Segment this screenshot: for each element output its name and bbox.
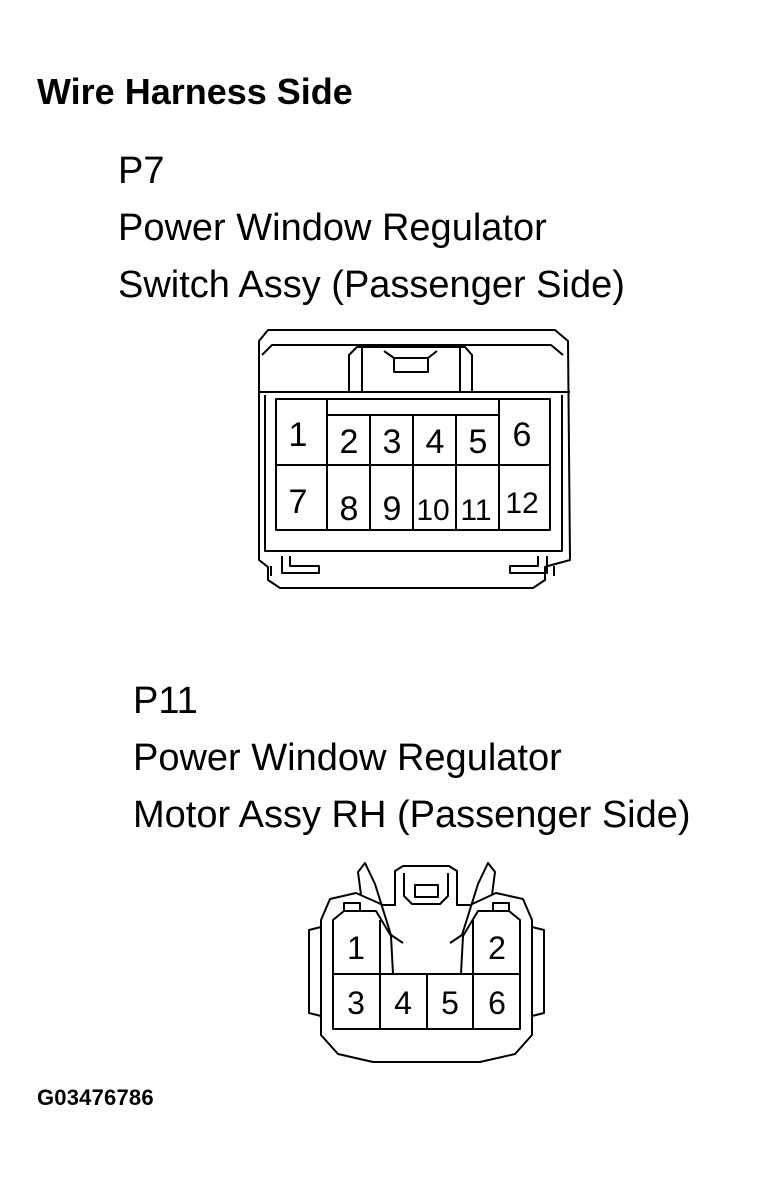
p11-side-flange-right <box>531 926 545 1017</box>
p7-code: P7 <box>118 150 165 192</box>
p11-pin-1: 1 <box>347 930 365 966</box>
p11-side-flange-left <box>308 926 322 1017</box>
p7-inner-body <box>259 391 570 552</box>
p11-code: P11 <box>133 680 198 722</box>
p7-connector: 1 2 3 4 5 6 7 8 9 10 11 12 <box>258 329 571 589</box>
p7-base-edges <box>270 566 555 576</box>
p7-pin-5: 5 <box>469 423 488 461</box>
p11-pin-4: 4 <box>394 985 412 1021</box>
p7-latch-right <box>509 556 548 574</box>
p7-pin-4: 4 <box>426 423 445 461</box>
p11-pin-3: 3 <box>347 985 365 1021</box>
p7-lock-tab <box>348 346 473 392</box>
p7-name-line2: Switch Assy (Passenger Side) <box>118 264 625 306</box>
figure-code: G03476786 <box>37 1085 154 1110</box>
p7-pin-8: 8 <box>340 490 359 528</box>
p7-pin-9: 9 <box>383 490 402 528</box>
p11-name-line2: Motor Assy RH (Passenger Side) <box>133 794 691 836</box>
p11-pin-6: 6 <box>488 985 506 1021</box>
p7-pin-6: 6 <box>513 416 532 454</box>
p7-pin-7: 7 <box>289 483 308 521</box>
p7-name-line1: Power Window Regulator <box>118 207 547 249</box>
p7-pin-10: 10 <box>416 494 449 527</box>
p11-latch-left <box>357 862 404 944</box>
p11-housing-outline <box>320 865 533 1063</box>
p11-pin-5: 5 <box>441 985 459 1021</box>
p11-pin-2: 2 <box>488 930 506 966</box>
p11-latch-right <box>449 862 496 944</box>
p7-label-block: P7 Power Window Regulator Switch Assy (P… <box>118 143 625 314</box>
p11-center-lock <box>403 873 449 905</box>
p7-pin-1: 1 <box>289 416 308 454</box>
p7-pin-3: 3 <box>383 423 402 461</box>
p7-housing-outline <box>258 329 571 589</box>
p7-pin-11: 11 <box>460 494 491 527</box>
p11-label-block: P11 Power Window Regulator Motor Assy RH… <box>133 673 691 844</box>
p11-corner-tabs <box>343 902 510 912</box>
p7-pin-12: 12 <box>505 487 538 520</box>
p7-housing-inner-top <box>261 344 564 356</box>
page-title: Wire Harness Side <box>37 71 353 112</box>
p11-cavity-outline <box>332 910 521 1030</box>
p11-connector: 1 2 3 4 5 6 <box>308 862 545 1063</box>
p7-pin-2: 2 <box>340 423 359 461</box>
p11-name-line1: Power Window Regulator <box>133 737 562 779</box>
p7-latch-left <box>281 556 320 574</box>
p7-cavity-grid <box>275 398 551 531</box>
